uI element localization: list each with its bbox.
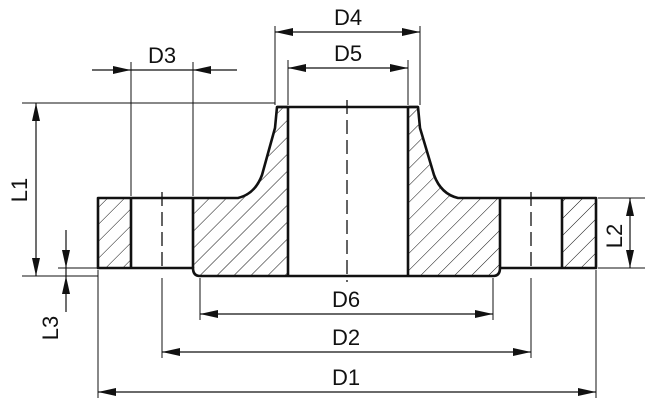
- outline-left-section: [96, 105, 598, 278]
- label-d6: D6: [332, 287, 360, 312]
- label-l1: L1: [7, 178, 32, 202]
- dimension-l1: L1: [7, 103, 40, 276]
- flange-outline: [96, 105, 598, 278]
- label-d4: D4: [334, 5, 362, 30]
- hatch-left-outer: [98, 198, 131, 268]
- label-d5: D5: [334, 41, 362, 66]
- dimension-d6: D6: [200, 287, 493, 318]
- dimension-l2: L2: [602, 198, 634, 268]
- label-d2: D2: [332, 325, 360, 350]
- extension-lines: [22, 26, 645, 398]
- label-d3: D3: [148, 43, 176, 68]
- label-l2: L2: [602, 224, 627, 248]
- dimension-d1: D1: [98, 365, 596, 396]
- hatch-right-outer: [562, 198, 596, 268]
- dimension-d2: D2: [162, 325, 531, 356]
- dimension-d3: D3: [92, 43, 237, 74]
- hatch-left-hub: [193, 107, 288, 276]
- dimension-l3: L3: [38, 230, 70, 340]
- dimension-d5: D5: [288, 41, 408, 72]
- label-d1: D1: [332, 365, 360, 390]
- label-l3: L3: [38, 316, 63, 340]
- hatch-right-hub: [408, 107, 500, 276]
- section-hatching: [98, 107, 596, 276]
- center-lines: [161, 100, 532, 282]
- dimension-d4: D4: [275, 5, 420, 36]
